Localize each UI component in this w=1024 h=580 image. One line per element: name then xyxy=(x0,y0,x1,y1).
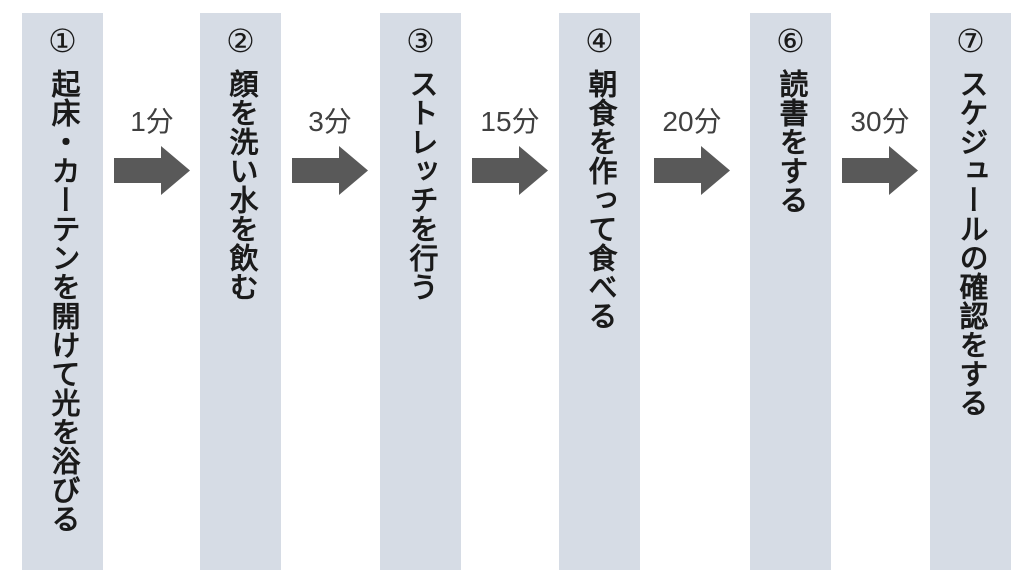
step-label-2: 顔を洗い水を飲む xyxy=(225,69,257,302)
step-number-2: ② xyxy=(226,23,255,59)
step-label-4: 朝食を作って食べる xyxy=(584,69,616,331)
transition-5: 30分 xyxy=(820,104,940,196)
arrow-right-icon xyxy=(292,146,368,196)
step-label-3: ストレッチを行う xyxy=(405,69,437,302)
step-column-1: ① 起床・カーテンを開けて光を浴びる xyxy=(22,13,103,570)
arrow-right-icon xyxy=(842,146,918,196)
step-number-3: ③ xyxy=(406,23,435,59)
step-column-5: ⑥ 読書をする xyxy=(750,13,831,570)
arrow-right-icon xyxy=(472,146,548,196)
transition-4: 20分 xyxy=(632,104,752,196)
step-label-1: 起床・カーテンを開けて光を浴びる xyxy=(47,69,79,534)
step-column-4: ④ 朝食を作って食べる xyxy=(559,13,640,570)
step-label-5: 読書をする xyxy=(775,69,807,215)
step-column-2: ② 顔を洗い水を飲む xyxy=(200,13,281,570)
duration-label-5: 30分 xyxy=(850,106,910,137)
arrow-right-icon xyxy=(114,146,190,196)
duration-label-1: 1分 xyxy=(130,106,174,137)
transition-1: 1分 xyxy=(92,104,212,196)
step-column-6: ⑦ スケジュールの確認をする xyxy=(930,13,1011,570)
duration-label-2: 3分 xyxy=(308,106,352,137)
duration-label-4: 20分 xyxy=(662,106,722,137)
step-column-3: ③ ストレッチを行う xyxy=(380,13,461,570)
duration-label-3: 15分 xyxy=(480,106,540,137)
step-label-6: スケジュールの確認をする xyxy=(955,69,987,418)
step-number-5: ⑥ xyxy=(776,23,805,59)
transition-3: 15分 xyxy=(450,104,570,196)
transition-2: 3分 xyxy=(270,104,390,196)
step-number-4: ④ xyxy=(585,23,614,59)
step-number-1: ① xyxy=(48,23,77,59)
arrow-right-icon xyxy=(654,146,730,196)
step-number-6: ⑦ xyxy=(956,23,985,59)
